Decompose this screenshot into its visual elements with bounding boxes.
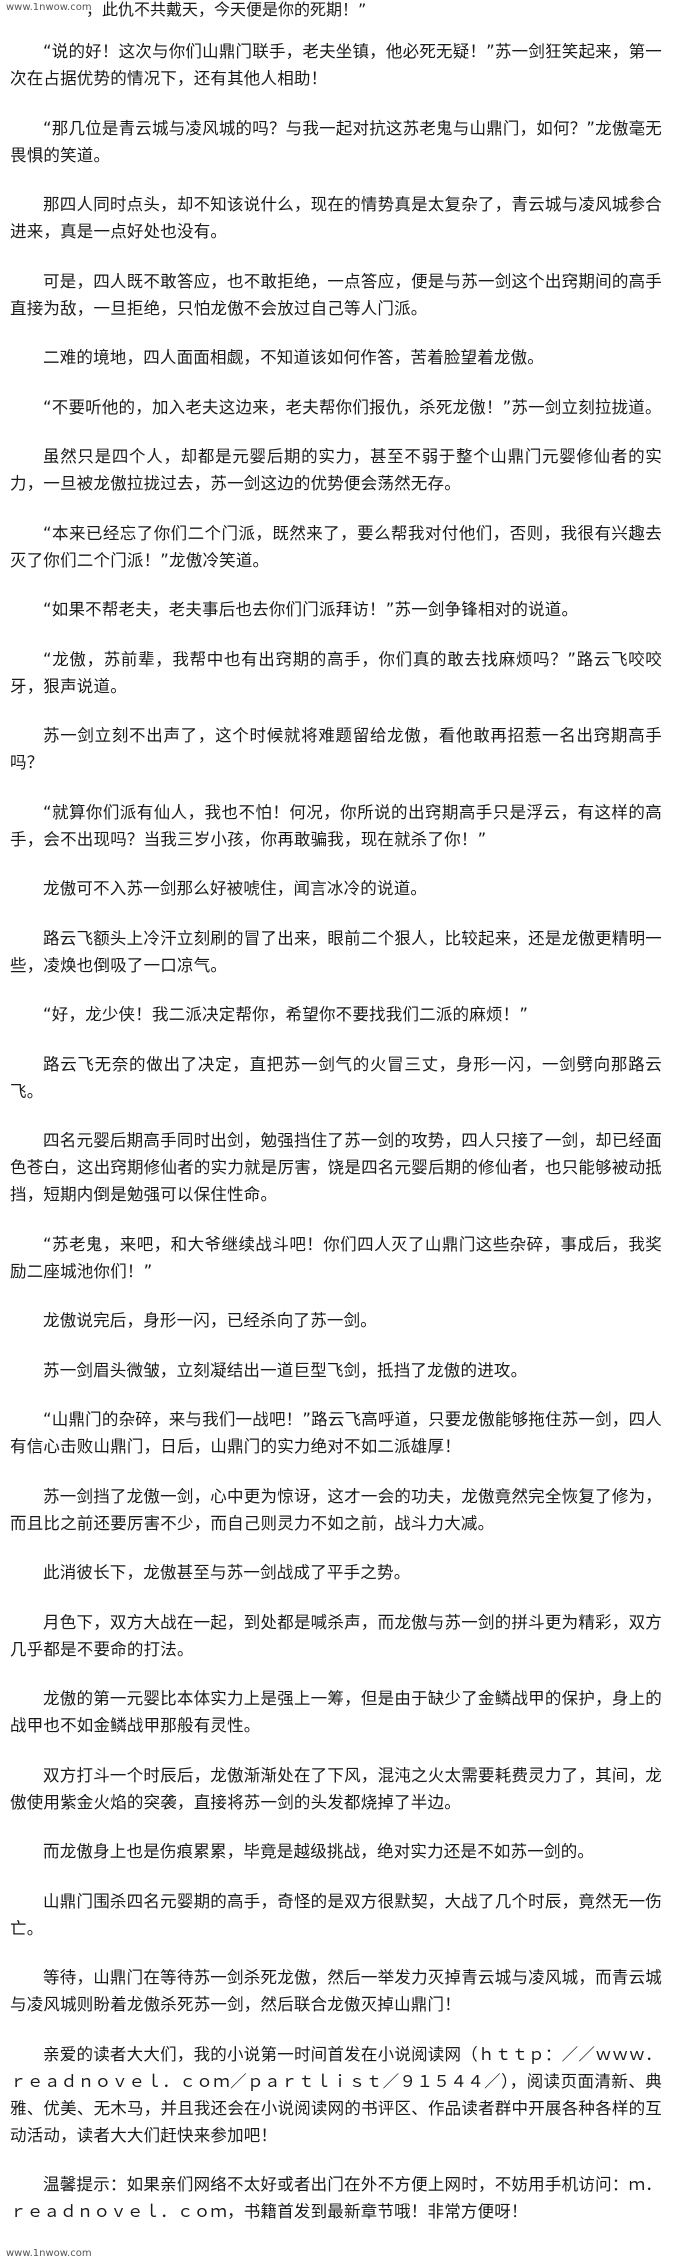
paragraph-22: 苏一剑挡了龙傲一剑，心中更为惊讶，这才一会的功夫，龙傲竟然完全恢复了修为，而且比…	[10, 1486, 662, 1533]
paragraph-16: 路云飞无奈的做出了决定，直把苏一剑气的火冒三丈，身形一闪，一剑劈向那路云飞。	[10, 1054, 662, 1101]
paragraph-14: 路云飞额头上冷汗立刻刷的冒了出来，眼前二个狠人，比较起来，还是龙傲更精明一些，凌…	[10, 928, 662, 975]
paragraph-20: 苏一剑眉头微皱，立刻凝结出一道巨型飞剑，抵挡了龙傲的进攻。	[43, 1360, 528, 1380]
paragraph-13: 龙傲可不入苏一剑那么好被唬住，闻言冰冷的说道。	[43, 879, 428, 898]
paragraph-18: “苏老鬼，来吧，和大爷继续战斗吧！你们四人灭了山鼎门这些杂碎，事成后，我奖励二座…	[10, 1234, 662, 1281]
paragraph-21: “山鼎门的杂碎，来与我们一战吧！”路云飞高呼道，只要龙傲能够拖住苏一剑，四人有信…	[10, 1410, 662, 1456]
paragraph-17: 四名元婴后期高手同时出剑，勉强挡住了苏一剑的攻势，四人只接了一剑，却已经面色苍白…	[10, 1131, 662, 1204]
paragraph-12: “就算你们派有仙人，我也不怕！何况，你所说的出窍期高手只是浮云，有这样的高手，会…	[10, 802, 662, 849]
paragraph-7: 虽然只是四个人，却都是元婴后期的实力，甚至不弱于整个山鼎门元婴修仙者的实力，一旦…	[10, 447, 662, 493]
paragraph-3: 那四人同时点头，却不知该说什么，现在的情势真是太复杂了，青云城与凌风城参合进来，…	[10, 195, 662, 241]
paragraph-6: “不要听他的，加入老夫这边来，老夫帮你们报仇，杀死龙傲！”苏一剑立刻拉拢道。	[43, 397, 662, 417]
mobile-tip: 温馨提示：如果亲们网络不太好或者出门在外不方便上网时，不妨用手机访问：ｍ．ｒｅａ…	[10, 2175, 662, 2221]
paragraph-29: 等待，山鼎门在等待苏一剑杀死龙傲，然后一举发力灭掉青云城与凌风城，而青云城与凌风…	[10, 1968, 662, 2014]
paragraph-5: 二难的境地，四人面面相觑，不知道该如何作答，苦着脸望着龙傲。	[43, 348, 544, 367]
paragraph-27: 而龙傲身上也是伤痕累累，毕竟是越级挑战，绝对实力还是不如苏一剑的。	[43, 1842, 595, 1861]
paragraph-4: 可是，四人既不敢答应，也不敢拒绝，一点答应，便是与苏一剑这个出窍期间的高手直接为…	[10, 271, 662, 318]
chapter-body: “说的好！这次与你们山鼎门联手，老夫坐镇，他必死无疑！”苏一剑狂笑起来，第一次在…	[10, 38, 662, 2248]
paragraph-10: “龙傲，苏前辈，我帮中也有出窍期的高手，你们真的敢去找麻烦吗？”路云飞咬咬牙，狠…	[10, 649, 662, 696]
paragraph-15: “好，龙少侠！我二派决定帮你，希望你不要找我们二派的麻烦！”	[43, 1005, 529, 1024]
paragraph-2: “那几位是青云城与凌风城的吗？与我一起对抗这苏老鬼与山鼎门，如何？”龙傲毫无畏惧…	[10, 118, 662, 165]
paragraph-8: “本来已经忘了你们二个门派，既然来了，要么帮我对付他们，否则，我很有兴趣去灭了你…	[10, 523, 662, 570]
paragraph-25: 龙傲的第一元婴比本体实力上是强上一筹，但是由于缺少了金鳞战甲的保护，身上的战甲也…	[10, 1689, 662, 1735]
watermark-top: www.1nwow.com	[6, 2, 92, 13]
paragraph-26: 双方打斗一个时辰后，龙傲渐渐处在了下风，混沌之火太需要耗费灵力了，其间，龙傲使用…	[10, 1765, 662, 1812]
paragraph-11: 苏一剑立刻不出声了，这个时候就将难题留给龙傲，看他敢再招惹一名出窍期高手吗？	[10, 726, 662, 772]
paragraph-19: 龙傲说完后，身形一闪，已经杀向了苏一剑。	[43, 1311, 377, 1330]
paragraph-23: 此消彼长下，龙傲甚至与苏一剑战成了平手之势。	[43, 1563, 411, 1582]
watermark-bottom: www.1nwow.com	[6, 2248, 92, 2259]
paragraph-1: “说的好！这次与你们山鼎门联手，老夫坐镇，他必死无疑！”苏一剑狂笑起来，第一次在…	[10, 42, 662, 88]
promo-notice: 亲爱的读者大大们，我的小说第一时间首发在小说阅读网（ｈｔｔｐ：／／ｗｗｗ．ｒｅａ…	[10, 2044, 662, 2145]
paragraph-24: 月色下，双方大战在一起，到处都是喊杀声，而龙傲与苏一剑的拼斗更为精彩，双方几乎都…	[10, 1612, 662, 1659]
continued-text-line: ，此仇不共戴天，今天便是你的死期！”	[86, 0, 367, 19]
paragraph-9: “如果不帮老夫，老夫事后也去你们门派拜访！”苏一剑争锋相对的说道。	[43, 600, 579, 619]
paragraph-28: 山鼎门围杀四名元婴期的高手，奇怪的是双方很默契，大战了几个时辰，竟然无一伤亡。	[10, 1891, 662, 1938]
